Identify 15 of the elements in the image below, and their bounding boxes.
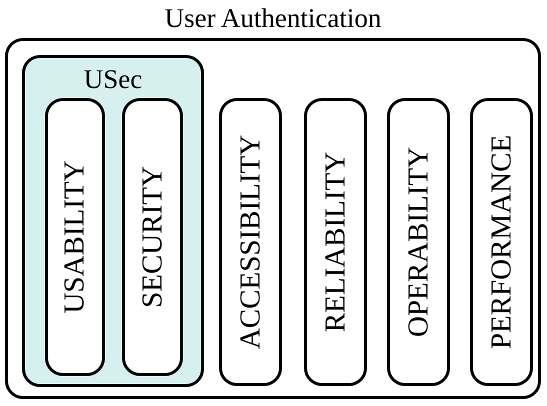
attribute-label: PERFORMANCE bbox=[487, 134, 516, 350]
attribute-box bbox=[470, 98, 533, 386]
attribute-label: RELIABILITY bbox=[321, 152, 350, 332]
attribute-box bbox=[45, 98, 105, 376]
attribute-box bbox=[219, 98, 282, 386]
attribute-box bbox=[387, 98, 450, 386]
group-title: USec bbox=[82, 64, 144, 95]
diagram-heading: User Authentication bbox=[164, 3, 382, 34]
attribute-label: USABILITY bbox=[60, 160, 90, 314]
attribute-box bbox=[122, 98, 183, 376]
attribute-box bbox=[304, 98, 367, 386]
attribute-label: SECURITY bbox=[138, 166, 167, 308]
attribute-label: OPERABILITY bbox=[404, 146, 433, 338]
group-box bbox=[22, 55, 204, 387]
attribute-label: ACCESSIBILITY bbox=[236, 134, 265, 350]
